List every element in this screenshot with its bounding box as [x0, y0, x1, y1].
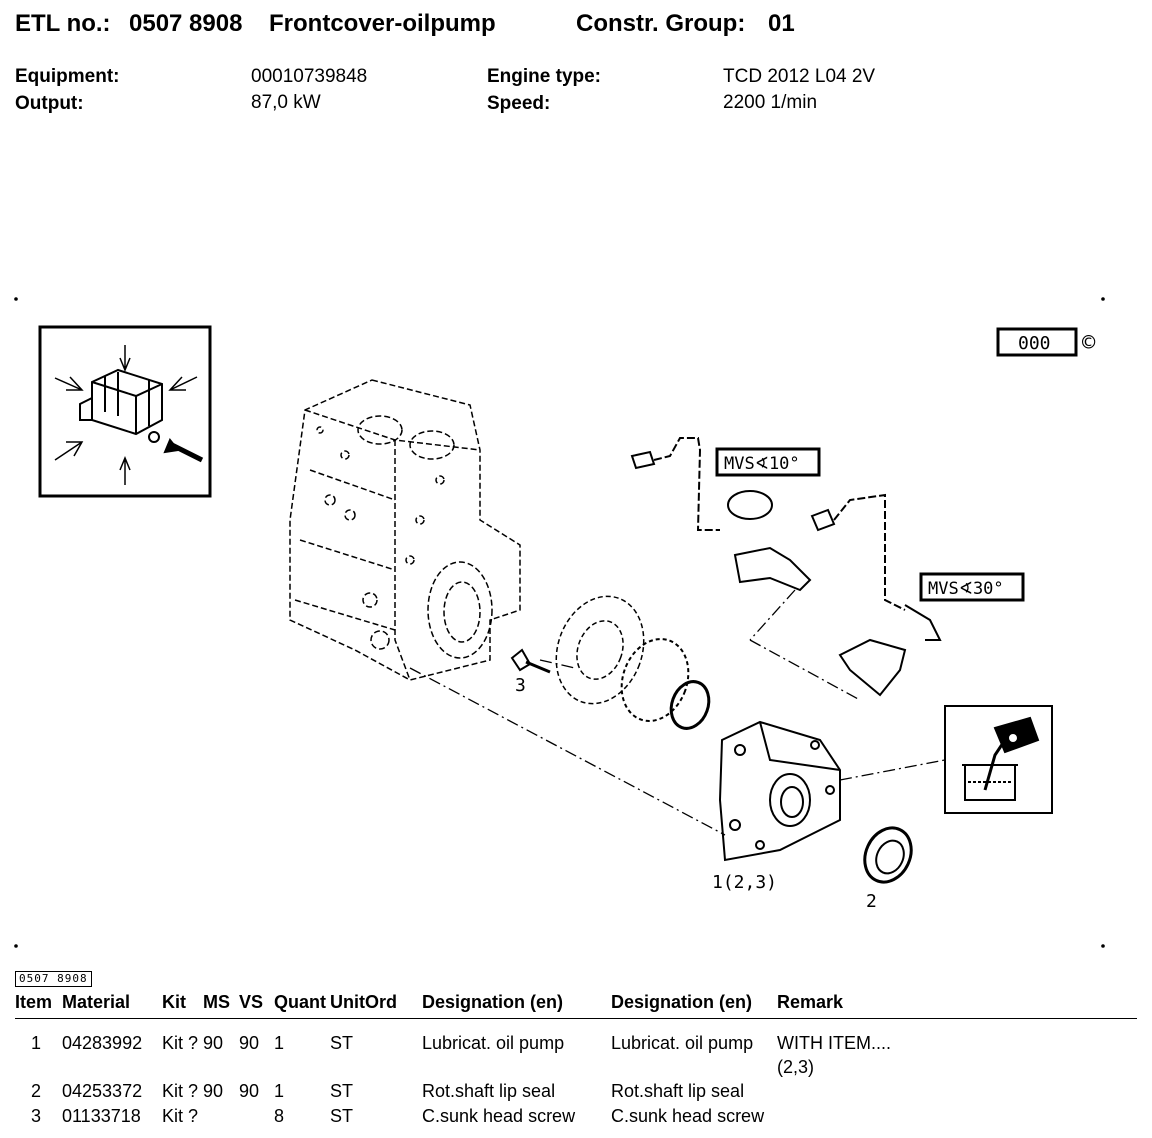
speed-value: 2200 1/min [723, 92, 818, 113]
row-quant: 8 [274, 1106, 285, 1126]
etl-number: 0507 8908 [129, 10, 243, 37]
callout-item-3: 3 [515, 675, 526, 696]
copyright-symbol: © [1082, 331, 1096, 356]
speed-sensor-10 [630, 437, 812, 592]
row-vs: 90 [239, 1081, 260, 1101]
rotor-ring [669, 680, 711, 730]
row-ms: 90 [203, 1081, 224, 1101]
row-quant: 1 [274, 1081, 285, 1101]
row-remark-cont: (2,3) [777, 1057, 815, 1077]
row-kit: Kit ? [162, 1081, 199, 1101]
col-item: Item [15, 992, 53, 1012]
row-item: 3 [31, 1106, 42, 1126]
row-unit: ST [330, 1081, 354, 1101]
view-code-box [996, 327, 1078, 357]
col-vs: VS [239, 992, 264, 1012]
col-remark: Remark [777, 992, 844, 1012]
etl-label: ETL no.: [15, 10, 111, 37]
col-quant: Quant [274, 992, 326, 1012]
group-label: Constr. Group: [576, 10, 746, 37]
col-material: Material [62, 992, 131, 1012]
row-kit: Kit ? [162, 1106, 199, 1126]
group-number: 01 [768, 10, 795, 37]
row-vs: 90 [239, 1033, 260, 1053]
row-designation-1: Rot.shaft lip seal [422, 1081, 556, 1101]
gasket [555, 595, 645, 705]
etl-tag: 0507 8908 [15, 971, 92, 987]
row-designation-2: Rot.shaft lip seal [611, 1081, 745, 1101]
seal-ring [620, 638, 690, 722]
row-unit: ST [330, 1033, 354, 1053]
screw-item-3 [510, 648, 551, 674]
engine-type-value: TCD 2012 L04 2V [723, 66, 876, 87]
mvs30-label: MVS∢30° [928, 579, 1004, 599]
row-ms: 90 [203, 1033, 224, 1053]
document-title: ETL no.: 0507 8908 Frontcover-oilpump Co… [15, 10, 795, 178]
lip-seal-item-2 [863, 826, 913, 884]
engine-block-outline [289, 379, 521, 681]
col-designation-2: Designation (en) [611, 992, 753, 1012]
mvs30-label-box [919, 572, 1025, 602]
header-divider [15, 1018, 1137, 1019]
row-item: 1 [31, 1033, 42, 1053]
col-unitord: UnitOrd [330, 992, 397, 1012]
engine-type-label: Engine type: [487, 66, 602, 87]
oil-detail-inset [944, 705, 1053, 814]
exploded-parts-drawing: 000 © MVS∢10° MVS∢30° 1(2,3) 2 3 [14, 297, 1105, 948]
speed-label: Speed: [487, 93, 551, 114]
equipment-label: Equipment: [15, 66, 120, 87]
view-code-text: 000 [1018, 333, 1051, 354]
col-ms: MS [203, 992, 230, 1012]
speed-sensor-30 [810, 493, 942, 697]
row-material: 01133718 [62, 1106, 141, 1126]
col-kit: Kit [162, 992, 186, 1012]
mvs10-label: MVS∢10° [724, 454, 800, 474]
view-orientation-inset [38, 325, 212, 498]
row-material: 04253372 [62, 1081, 143, 1101]
row-designation-1: Lubricat. oil pump [422, 1033, 565, 1053]
equipment-value: 00010739848 [251, 66, 368, 87]
col-designation-1: Designation (en) [422, 992, 564, 1012]
row-quant: 1 [274, 1033, 285, 1053]
output-label: Output: [15, 93, 84, 114]
part-name: Frontcover-oilpump [269, 10, 496, 37]
row-item: 2 [31, 1081, 42, 1101]
callout-item-1: 1(2,3) [712, 872, 777, 893]
row-unit: ST [330, 1106, 354, 1126]
mvs10-label-box [715, 447, 821, 477]
row-kit: Kit ? [162, 1033, 199, 1053]
row-designation-2: C.sunk head screw [611, 1106, 765, 1126]
row-designation-1: C.sunk head screw [422, 1106, 576, 1126]
callout-item-2: 2 [866, 891, 877, 912]
output-value: 87,0 kW [251, 92, 321, 113]
row-designation-2: Lubricat. oil pump [611, 1033, 754, 1053]
row-material: 04283992 [62, 1033, 143, 1053]
row-remark: WITH ITEM.... [777, 1033, 891, 1053]
oil-pump-front-cover [718, 720, 841, 862]
